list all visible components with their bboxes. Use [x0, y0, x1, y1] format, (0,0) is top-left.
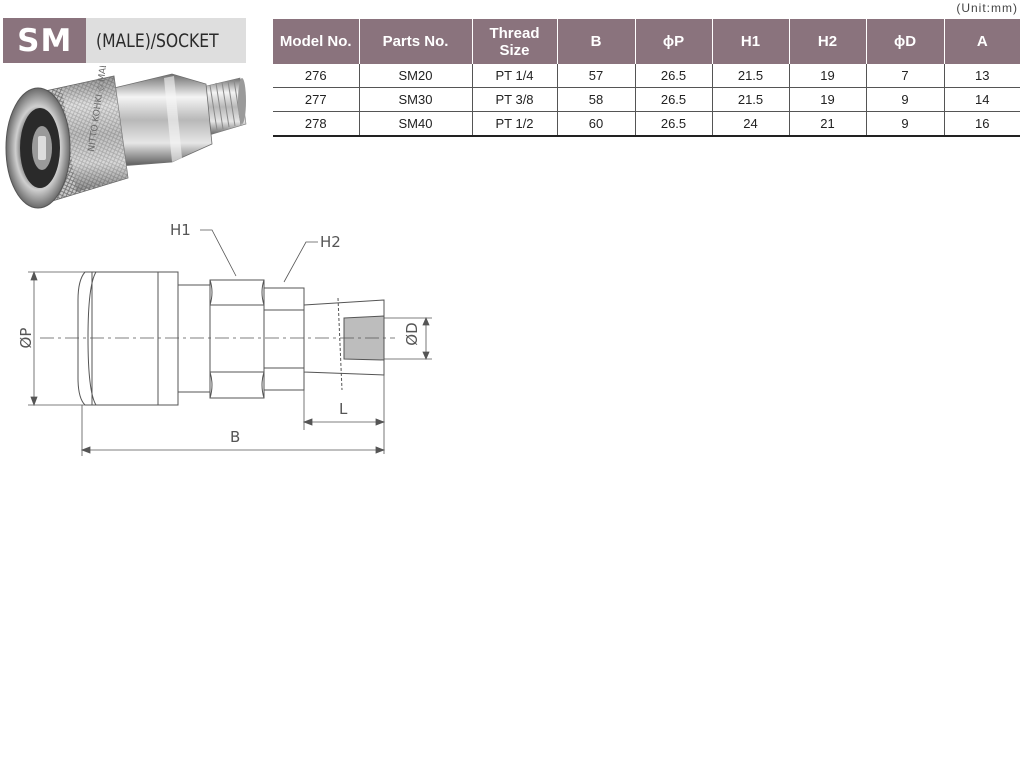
- cell-thread: PT 3/8: [471, 87, 557, 112]
- col-a: A: [943, 19, 1020, 64]
- cell-a: 14: [943, 87, 1020, 112]
- label-phi-p: ØP: [17, 328, 35, 349]
- cell-p: 26.5: [634, 64, 712, 88]
- col-b: B: [556, 19, 635, 64]
- hex-body: [113, 73, 213, 167]
- dimension-drawing: ØP ØD H1 H2 L B: [17, 221, 432, 456]
- cell-d: 9: [865, 87, 944, 112]
- col-h2: H2: [788, 19, 866, 64]
- series-code: SM: [3, 18, 87, 63]
- cell-d: 7: [865, 64, 944, 88]
- cell-model: 276: [273, 64, 359, 88]
- table-row: 278 SM40 PT 1/2 60 26.5 24 21 9 16: [273, 111, 1020, 137]
- label-h2: H2: [320, 233, 341, 251]
- cell-p: 26.5: [634, 87, 712, 112]
- series-type: (MALE)/SOCKET: [86, 18, 246, 63]
- col-phi-d: ϕD: [865, 19, 944, 64]
- cell-p: 26.5: [634, 111, 712, 137]
- cell-part: SM20: [358, 64, 472, 88]
- label-phi-d: ØD: [403, 322, 421, 345]
- cell-part: SM40: [358, 111, 472, 137]
- cell-b: 60: [556, 111, 635, 137]
- socket-face: [5, 87, 71, 209]
- cell-a: 16: [943, 111, 1020, 137]
- col-h1: H1: [711, 19, 789, 64]
- spec-table: Model No. Parts No. Thread Size B ϕP H1 …: [273, 19, 1020, 137]
- cell-h1: 24: [711, 111, 789, 137]
- table-row: 277 SM30 PT 3/8 58 26.5 21.5 19 9 14: [273, 87, 1020, 112]
- cell-b: 58: [556, 87, 635, 112]
- col-phi-p: ϕP: [634, 19, 712, 64]
- cell-a: 13: [943, 64, 1020, 88]
- socket-front: [77, 271, 86, 406]
- cell-h1: 21.5: [711, 64, 789, 88]
- label-b: B: [230, 428, 240, 446]
- socket-outline: [85, 271, 179, 406]
- cell-b: 57: [556, 64, 635, 88]
- unit-note: (Unit:mm): [956, 1, 1018, 15]
- cell-model: 278: [273, 111, 359, 137]
- col-model-no: Model No.: [273, 19, 359, 64]
- series-type-text: (MALE)/SOCKET: [96, 29, 220, 52]
- table-row: 276 SM20 PT 1/4 57 26.5 21.5 19 7 13: [273, 64, 1020, 88]
- label-l: L: [339, 400, 348, 418]
- cell-thread: PT 1/4: [471, 64, 557, 88]
- cell-h2: 19: [788, 64, 866, 88]
- cell-part: SM30: [358, 87, 472, 112]
- thread-size-label: Thread Size: [489, 24, 540, 59]
- col-parts-no: Parts No.: [358, 19, 472, 64]
- cell-d: 9: [865, 111, 944, 137]
- series-title: SM (MALE)/SOCKET: [3, 18, 246, 63]
- cell-model: 277: [273, 87, 359, 112]
- hex-h2: [263, 287, 305, 391]
- product-photo: NITTO KOHKI ◇ MADE: [5, 66, 247, 209]
- table-header-row: Model No. Parts No. Thread Size B ϕP H1 …: [273, 19, 1020, 64]
- cell-h1: 21.5: [711, 87, 789, 112]
- cell-h2: 21: [788, 111, 866, 137]
- cell-thread: PT 1/2: [471, 111, 557, 137]
- label-h1: H1: [170, 221, 191, 239]
- cell-h2: 19: [788, 87, 866, 112]
- col-thread-size: Thread Size: [471, 19, 557, 64]
- hex-h1: [209, 279, 265, 399]
